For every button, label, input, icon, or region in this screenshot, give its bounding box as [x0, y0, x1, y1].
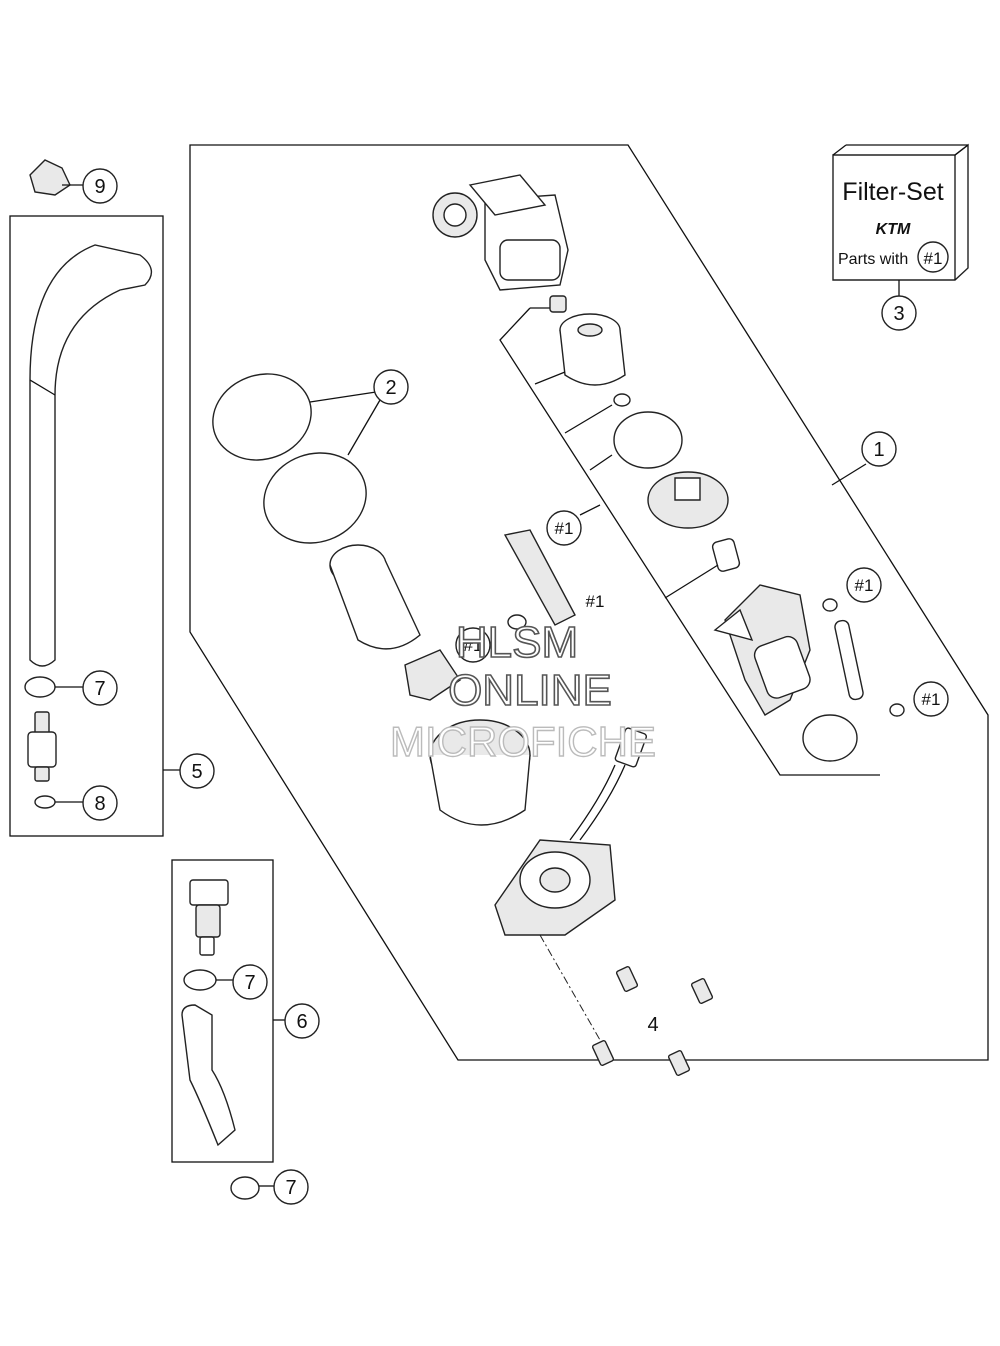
bolt-part-a — [615, 966, 639, 992]
callout-7-a: 7 — [82, 670, 118, 706]
watermark: HLSM ONLINE MICROFICHE — [389, 617, 656, 766]
bolt-part-d — [667, 1050, 691, 1076]
svg-text:8: 8 — [94, 793, 105, 815]
suction-tube-part — [503, 529, 576, 626]
fuel-pump-head-part — [432, 174, 569, 291]
pressure-regulator-part — [647, 471, 729, 529]
svg-text:HLSM: HLSM — [456, 618, 578, 667]
ref-callout-e: #1 — [913, 681, 949, 717]
group-5-frame — [9, 215, 164, 837]
svg-text:2: 2 — [385, 377, 396, 399]
o-ring-tiny-part-a — [822, 598, 838, 612]
hose-clamp-part-a — [24, 676, 56, 698]
svg-text:ONLINE: ONLINE — [448, 666, 612, 715]
svg-text:7: 7 — [94, 678, 105, 700]
clip-part — [404, 649, 461, 701]
hose-clamp-part-b — [183, 969, 217, 991]
o-ring-small-part — [613, 393, 631, 407]
bolt-axis-line — [539, 934, 601, 1041]
fuel-line-hose-part — [29, 244, 153, 667]
callout-2: 2 — [373, 369, 409, 405]
group-1-bracket — [499, 307, 880, 776]
sleeve-part — [711, 538, 741, 572]
callout-6: 6 — [284, 1003, 320, 1039]
callout-3: 3 — [881, 295, 917, 331]
fitting-part — [27, 711, 57, 782]
svg-text:7: 7 — [285, 1177, 296, 1199]
ref-callout-c: #1 — [455, 627, 491, 663]
filter-set-title: Filter-Set — [842, 178, 943, 206]
svg-text:MICROFICHE: MICROFICHE — [390, 718, 656, 765]
svg-text:3: 3 — [893, 303, 904, 325]
o-ring-large-part — [613, 411, 683, 469]
o-ring-tiny-part-b — [889, 703, 905, 717]
callout-5: 5 — [179, 753, 215, 789]
svg-text:7: 7 — [244, 972, 255, 994]
pump-assembly-frame — [189, 144, 989, 1061]
bolt-part-b — [690, 978, 714, 1004]
seal-ring-part — [34, 795, 56, 809]
svg-text:#1: #1 — [464, 636, 483, 655]
svg-text:9: 9 — [94, 176, 105, 198]
callout-8: 8 — [82, 785, 118, 821]
ref-callout-b: #1 — [578, 584, 612, 618]
ref-callout-d: #1 — [846, 567, 882, 603]
group-6-frame — [171, 859, 274, 1163]
svg-text:6: 6 — [296, 1011, 307, 1033]
hose-clamp-part-c — [230, 1176, 260, 1200]
pin-part — [834, 619, 864, 701]
o-ring-bottom-part — [802, 714, 858, 762]
svg-text:1: 1 — [873, 439, 884, 461]
filter-sleeve-part — [329, 544, 421, 650]
short-hose-part — [181, 1004, 236, 1147]
callout-4: 4 — [636, 1007, 670, 1041]
svg-text:#1: #1 — [586, 592, 605, 611]
filter-set-parts-label: Parts with — [838, 251, 908, 268]
gasket-ring-upper-part — [212, 373, 312, 461]
filter-set-box: Filter-Set KTM Parts with #1 — [832, 143, 969, 281]
hose-clip-part — [29, 159, 71, 196]
callout-1: 1 — [861, 431, 897, 467]
svg-text:#1: #1 — [855, 576, 874, 595]
fuel-filter-element-part — [559, 313, 626, 386]
callout-7-b: 7 — [232, 964, 268, 1000]
pump-flange-part — [494, 839, 616, 936]
quick-connector-part — [189, 879, 229, 956]
svg-text:#1: #1 — [922, 690, 941, 709]
gasket-ring-lower-part — [263, 452, 367, 544]
wire-connector-part — [569, 727, 648, 841]
callout-9: 9 — [82, 168, 118, 204]
bolt-part-c — [591, 1040, 615, 1066]
small-washer-part — [507, 614, 527, 630]
pump-housing-part — [429, 719, 531, 826]
filter-set-parts-ref: #1 — [924, 249, 943, 268]
svg-text:5: 5 — [191, 761, 202, 783]
fuel-pump-motor-part — [713, 584, 811, 716]
ref-callout-a: #1 — [546, 510, 582, 546]
callout-7-c: 7 — [273, 1169, 309, 1205]
svg-text:#1: #1 — [555, 519, 574, 538]
ktm-logo: KTM — [876, 221, 911, 238]
filter-spring-part — [549, 295, 567, 313]
svg-text:4: 4 — [647, 1014, 658, 1036]
